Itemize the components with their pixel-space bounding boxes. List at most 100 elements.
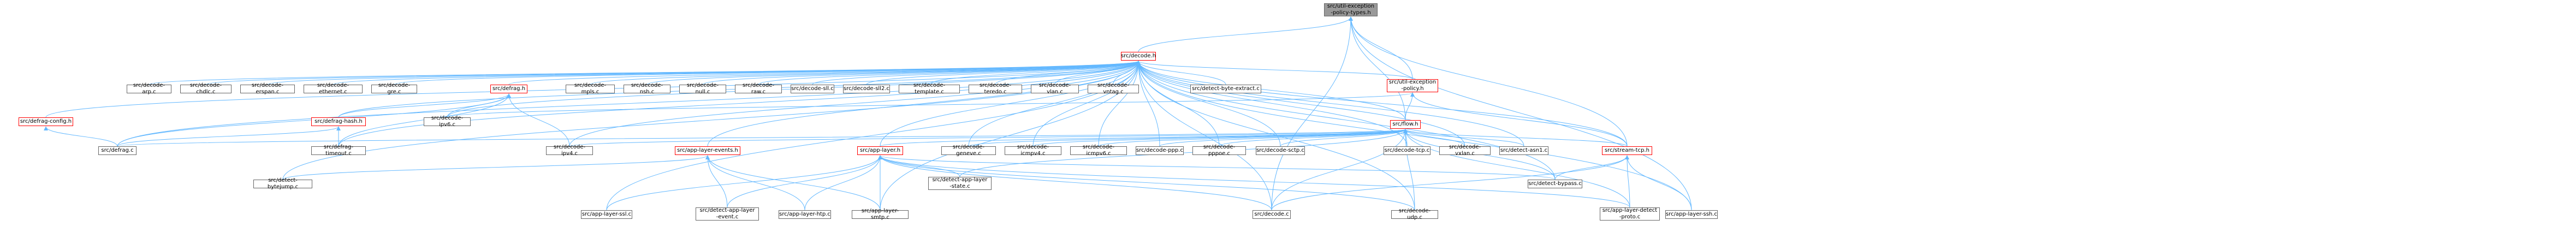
- edge-decode_ipv4-to-defrag_h: [507, 93, 570, 147]
- edge-defrag_timeout-to-decode_h: [338, 61, 1141, 147]
- node-app-layer-smtp[interactable]: src/app-layer-smtp.c: [852, 208, 909, 221]
- edge-detect_asn1-to-decode_h: [1136, 61, 1524, 147]
- node-decode-ethernet[interactable]: src/decode-ethernet.c: [304, 82, 363, 95]
- edge-detect_bypass-to-app_layer_h: [878, 155, 1556, 180]
- edge-decode_vxlan-to-decode_h: [1136, 61, 1465, 147]
- edge-app_layer_h-to-flow_h: [880, 129, 1408, 147]
- edge-app_layer_ssh-to-root: [1349, 16, 1692, 211]
- node-decode-ppp[interactable]: src/decode-ppp.c: [1136, 146, 1184, 155]
- edge-decode_ppp-to-flow_h: [1159, 129, 1408, 147]
- edge-detect_asn1-to-flow_h: [1403, 129, 1524, 147]
- node-app-layer-ssh[interactable]: src/app-layer-ssh.c: [1665, 210, 1718, 219]
- edge-decode_vlan-to-decode_h: [1054, 61, 1141, 85]
- node-app-layer-events-h[interactable]: src/app-layer-events.h: [675, 146, 740, 155]
- edge-decode_udp-to-flow_h: [1403, 129, 1415, 211]
- node-defrag-h[interactable]: src/defrag.h: [490, 85, 527, 93]
- edge-decode_c-to-root: [1271, 16, 1353, 211]
- edge-decode_icmpv6-to-decode_h: [1098, 61, 1141, 147]
- edge-detect_bypass-to-stream_tcp_h: [1554, 155, 1629, 180]
- node-decode-erspan[interactable]: src/decode-erspan.c: [240, 82, 295, 95]
- edge-app_layer_ssl-to-app_layer_h: [606, 155, 882, 211]
- edge-flow_h-to-root: [1349, 16, 1406, 121]
- edge-decode_sll2-to-decode_h: [866, 61, 1141, 85]
- node-detect-bypass[interactable]: src/detect-bypass.c: [1528, 180, 1582, 188]
- node-defrag-hash-h[interactable]: src/defrag-hash.h: [311, 117, 366, 126]
- node-decode-sll[interactable]: src/decode-sll.c: [791, 85, 834, 93]
- node-decode-vntag[interactable]: src/decode-vntag.c: [1088, 82, 1139, 95]
- edge-decode_nsh-to-decode_h: [646, 61, 1141, 85]
- edge-flow_h-to-decode_h: [1136, 61, 1406, 121]
- edge-decode_template-to-decode_h: [929, 61, 1141, 85]
- node-decode-ipv6[interactable]: src/decode-ipv6.c: [424, 115, 471, 128]
- edge-app_layer_detect_proto-to-stream_tcp_h: [1625, 155, 1630, 208]
- edge-decode_teredo-to-decode_h: [995, 61, 1141, 85]
- edge-app_layer_h-to-decode_h: [880, 61, 1141, 147]
- node-decode-icmpv4[interactable]: src/decode-icmpv4.c: [1005, 144, 1061, 157]
- node-stream-tcp-h[interactable]: src/stream-tcp.h: [1602, 146, 1652, 155]
- node-defrag-timeout[interactable]: src/defrag-timeout.c: [311, 144, 366, 157]
- node-decode-sctp[interactable]: src/decode-sctp.c: [1256, 146, 1305, 155]
- edge-decode_ipv4-to-flow_h: [569, 129, 1408, 147]
- edge-defrag_c-to-defrag_config_h: [44, 126, 118, 147]
- node-decode-vlan[interactable]: src/decode-vlan.c: [1031, 82, 1079, 95]
- edge-defrag_c-to-flow_h: [117, 129, 1407, 147]
- node-defrag-c[interactable]: src/defrag.c: [98, 146, 136, 155]
- node-decode-h[interactable]: src/decode.h: [1121, 52, 1156, 61]
- node-decode-chdlc[interactable]: src/decode-chdlc.c: [180, 82, 232, 95]
- node-decode-udp[interactable]: src/decode-udp.c: [1391, 208, 1438, 221]
- node-decode-pppoe[interactable]: src/decode-pppoe.c: [1192, 144, 1246, 157]
- node-app-layer-h[interactable]: src/app-layer.h: [857, 146, 903, 155]
- node-decode-mpls[interactable]: src/decode-mpls.c: [566, 82, 615, 95]
- edge-defrag_c-to-defrag_hash_h: [117, 126, 341, 147]
- edge-stream_tcp_h-to-util_exc_h: [1410, 92, 1628, 147]
- edge-util_exc_h-to-decode_h: [1136, 61, 1413, 80]
- edge-app_layer_ssh-to-stream_tcp_h: [1625, 155, 1692, 211]
- edge-detect_app_layer_event-to-app_layer_h: [727, 155, 882, 208]
- edge-decode_udp-to-app_layer_h: [878, 155, 1415, 211]
- edge-decode_c-to-stream_tcp_h: [1271, 155, 1629, 211]
- node-decode-raw[interactable]: src/decode-raw.c: [735, 82, 782, 95]
- edge-decode_gre-to-decode_h: [394, 61, 1141, 85]
- edge-decode_icmpv6-to-flow_h: [1098, 129, 1408, 147]
- node-decode-template[interactable]: src/decode-template.c: [899, 82, 960, 95]
- node-detect-byte-extract[interactable]: src/detect-byte-extract.c: [1190, 85, 1261, 93]
- edge-detect_app_layer_state-to-app_layer_h: [878, 155, 960, 177]
- node-detect-app-layer-event[interactable]: src/detect-app-layer -event.c: [696, 207, 759, 221]
- node-defrag-config-h[interactable]: src/defrag-config.h: [19, 117, 73, 126]
- node-app-layer-htp[interactable]: src/app-layer-htp.c: [779, 210, 831, 219]
- node-decode-sll2[interactable]: src/decode-sll2.c: [843, 85, 890, 93]
- node-decode-vxlan[interactable]: src/decode-vxlan.c: [1439, 144, 1491, 157]
- node-decode-teredo[interactable]: src/decode-teredo.c: [969, 82, 1022, 95]
- edge-flow_h-to-util_exc_h: [1405, 92, 1415, 121]
- node-detect-bytejump[interactable]: src/detect-bytejump.c: [253, 177, 312, 190]
- node-decode-c[interactable]: src/decode.c: [1253, 210, 1291, 219]
- edge-app_layer_detect_proto-to-app_layer_h: [878, 155, 1630, 208]
- node-app-layer-detect-proto[interactable]: src/app-layer-detect -proto.c: [1600, 207, 1660, 221]
- node-detect-app-layer-state[interactable]: src/detect-app-layer -state.c: [928, 177, 992, 190]
- node-util-exception-policy-h[interactable]: src/util-exception -policy.h: [1387, 79, 1438, 92]
- edge-app_layer_htp-to-app_layer_h: [804, 155, 882, 211]
- node-flow-h[interactable]: src/flow.h: [1390, 120, 1421, 129]
- node-decode-nsh[interactable]: src/decode-nsh.c: [624, 82, 670, 95]
- edge-decode_sctp-to-flow_h: [1280, 129, 1408, 147]
- node-decode-null[interactable]: src/decode-null.c: [679, 82, 726, 95]
- node-decode-ipv4[interactable]: src/decode-ipv4.c: [546, 144, 593, 157]
- node-decode-tcp[interactable]: src/decode-tcp.c: [1384, 146, 1431, 155]
- node-decode-arp[interactable]: src/decode-arp.c: [127, 82, 171, 95]
- node-decode-geneve[interactable]: src/decode-geneve.c: [941, 144, 996, 157]
- node-app-layer-ssl[interactable]: src/app-layer-ssl.c: [581, 210, 632, 219]
- node-decode-icmpv6[interactable]: src/decode-icmpv6.c: [1070, 144, 1127, 157]
- edge-defrag_c-to-decode_h: [117, 61, 1141, 147]
- edge-decode_h-to-root: [1138, 16, 1353, 52]
- edge-decode_ppp-to-decode_h: [1136, 61, 1160, 147]
- edge-decode_erspan-to-decode_h: [267, 61, 1141, 85]
- node-detect-asn1[interactable]: src/detect-asn1.c: [1499, 146, 1548, 155]
- edge-app_layer_ssh-to-decode_h: [1136, 61, 1692, 211]
- edge-decode_ipv6-to-util_exc_h: [447, 92, 1415, 118]
- edge-decode_pppoe-to-flow_h: [1219, 129, 1408, 147]
- edge-decode_ethernet-to-decode_h: [333, 61, 1141, 85]
- edge-decode_raw-to-decode_h: [758, 61, 1141, 85]
- node-decode-gre[interactable]: src/decode-gre.c: [371, 82, 417, 95]
